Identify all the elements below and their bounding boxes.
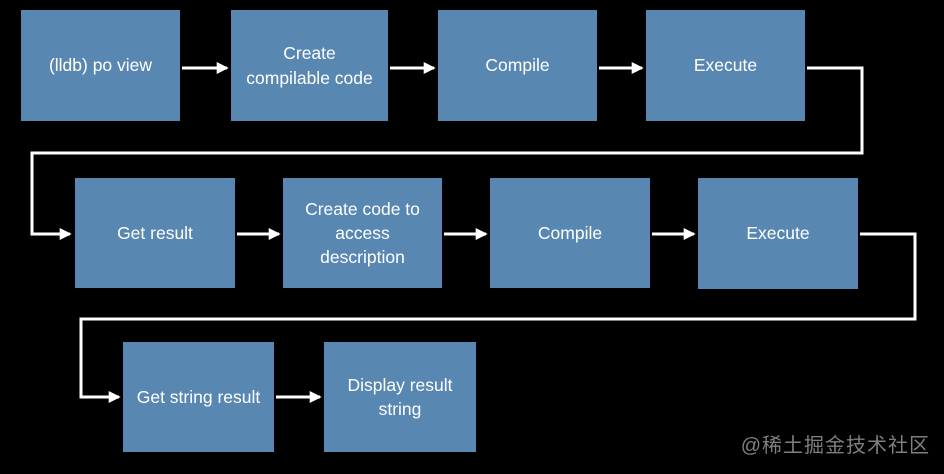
node-display-result-string: Display result string xyxy=(324,342,476,452)
node-compile-2: Compile xyxy=(490,178,650,288)
connector-execute-1-to-get-result xyxy=(30,66,864,240)
node-lldb-po-view: (lldb) po view xyxy=(21,10,180,121)
watermark-juejin-community: @稀土掘金技术社区 xyxy=(740,435,930,457)
node-compile-1: Compile xyxy=(438,10,597,121)
node-get-string-result: Get string result xyxy=(123,342,274,452)
node-create-code-access-description: Create code to access description xyxy=(283,178,442,288)
connector-execute-2-to-get-string-result xyxy=(79,232,917,403)
node-execute-1: Execute xyxy=(646,10,805,121)
node-get-result: Get result xyxy=(75,178,235,288)
node-execute-2: Execute xyxy=(698,178,858,289)
node-create-compilable-code: Create compilable code xyxy=(231,10,388,121)
